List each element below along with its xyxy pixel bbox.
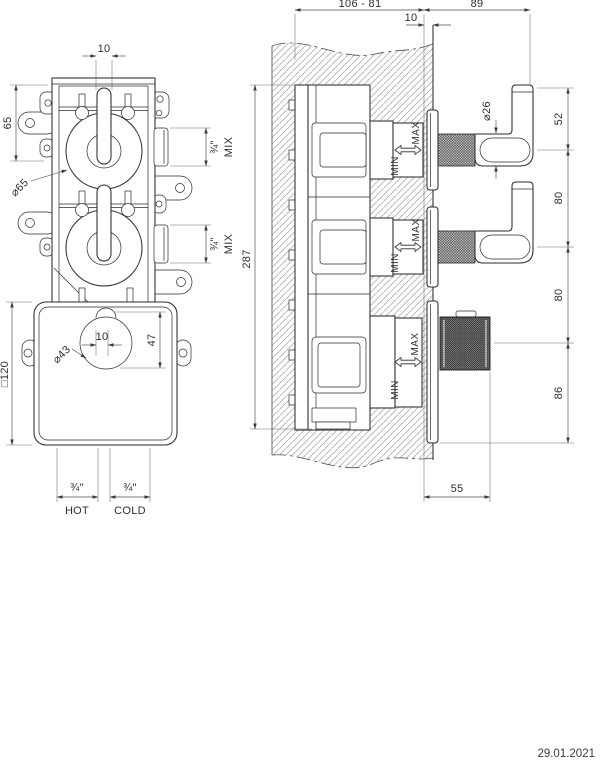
control1-max-label: MAX (411, 122, 422, 145)
control2-max-label: MAX (411, 219, 422, 242)
dim-handle-projection-label: 89 (471, 0, 484, 10)
mix1-label: MIX (223, 136, 235, 157)
dim-plate-label: □120 (0, 361, 11, 387)
dim-handle-dia-label: ⌀26 (481, 101, 493, 121)
dim-seg-top-label: 52 (553, 113, 565, 126)
lever-handle-1 (437, 84, 534, 167)
minmax-markings: MAX MIN MAX MIN MAX MIN (390, 122, 422, 400)
front-dimensions: 10 65 ⌀65 ¾" MIX ¾" MIX □120 10 (0, 43, 235, 517)
dim-depth-range-label: 106 - 81 (339, 0, 382, 10)
dim-finish-depth-label: 10 (405, 12, 418, 24)
control1-min-label: MIN (390, 156, 401, 176)
section-dimensions: 106 - 81 89 10 287 ⌀26 52 80 80 86 (241, 0, 574, 502)
dim-stem-offset-label: 10 (96, 331, 109, 343)
escutcheon-plates (426, 109, 439, 444)
control3-max-label: MAX (410, 333, 421, 356)
valve-body-section (288, 84, 424, 431)
dim-slot-height-label: 65 (2, 117, 14, 130)
mix1-size-label: ¾" (209, 140, 221, 154)
cold-size-label: ¾" (123, 482, 137, 494)
dim-seg-mid2-label: 80 (553, 289, 565, 302)
volume-knob (439, 310, 491, 371)
dim-slot-width-label: 10 (98, 43, 111, 55)
dim-stem-height-label: 47 (146, 334, 158, 347)
mix2-size-label: ¾" (209, 237, 221, 251)
control3-min-label: MIN (390, 380, 401, 400)
dim-knob-projection-label: 55 (451, 483, 464, 495)
cold-label: COLD (114, 505, 146, 517)
mix2-label: MIX (223, 233, 235, 254)
drawing-date: 29.01.2021 (537, 748, 595, 760)
thermostatic-cartridges (65, 87, 143, 303)
hot-label: HOT (65, 505, 89, 517)
front-view: 10 65 ⌀65 ¾" MIX ¾" MIX □120 10 (0, 43, 235, 517)
dim-seg-bottom-label: 86 (553, 387, 565, 400)
dim-body-height-label: 287 (241, 249, 253, 268)
dim-seg-mid1-label: 80 (553, 192, 565, 205)
hot-size-label: ¾" (70, 482, 84, 494)
dia-cartridge-label: ⌀65 (9, 177, 31, 199)
section-view: MAX MIN MAX MIN MAX MIN (241, 0, 574, 502)
mix-outlet-ports (153, 127, 169, 264)
plaster-guard-plate (21, 301, 192, 446)
control2-min-label: MIN (390, 253, 401, 273)
lever-handle-2 (437, 181, 534, 264)
